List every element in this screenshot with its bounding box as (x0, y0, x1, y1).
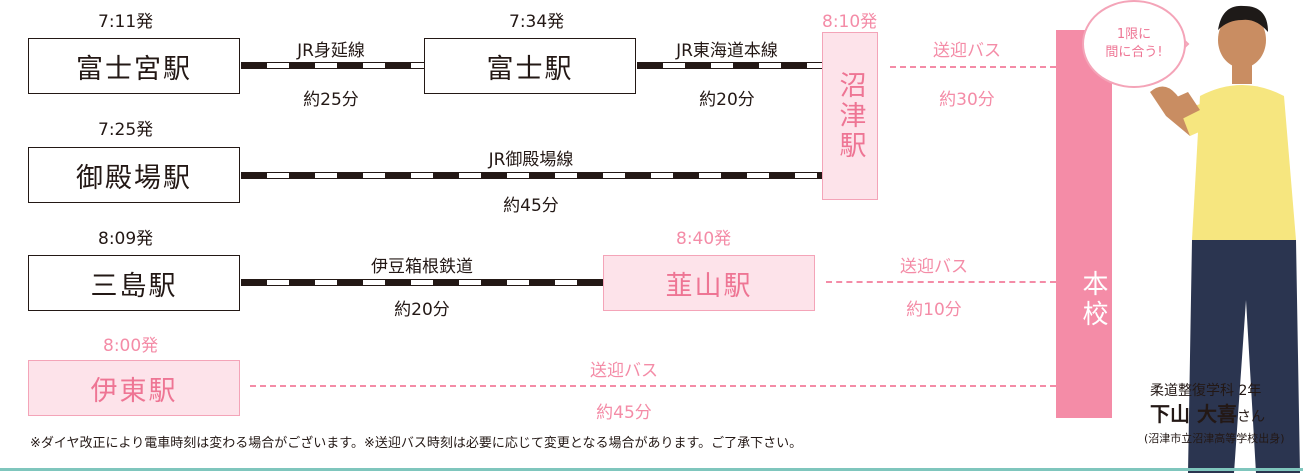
station-ito: 伊東駅 (28, 360, 240, 416)
student-school: (沼津市立沼津高等学校出身) (1144, 432, 1285, 445)
station-fujinomiya: 富士宮駅 (28, 38, 240, 94)
route-duration-minobu: 約25分 (303, 90, 359, 110)
route-label-minobu: JR身延線 (297, 41, 365, 61)
speech-bubble: 1限に 間に合う! (1082, 0, 1186, 88)
student-name: 下山 大喜 (1150, 402, 1237, 426)
route-duration-tokaido: 約20分 (699, 90, 755, 110)
route-label-izuhakone: 伊豆箱根鉄道 (371, 257, 473, 277)
footnote: ※ダイヤ改正により電車時刻は変わる場合がございます。※送迎バス時刻は必要に応じて… (30, 436, 803, 451)
student-honorific: さん (1236, 409, 1265, 425)
student-photo (1150, 5, 1300, 473)
mishima-time: 8:09発 (98, 229, 154, 249)
bus-line-numazu (890, 66, 1056, 68)
rail-tokaido (637, 62, 823, 69)
route-duration-gotemba: 約45分 (503, 196, 559, 216)
route-label-numazu-bus: 送迎バス (933, 41, 1001, 61)
route-duration-ito-bus: 約45分 (596, 403, 652, 423)
rail-gotemba (241, 172, 822, 179)
ito-time: 8:00発 (103, 336, 159, 356)
route-label-tokaido: JR東海道本線 (676, 41, 778, 61)
route-label-ito-bus: 送迎バス (590, 361, 658, 381)
rail-minobu (241, 62, 424, 69)
fuji-time: 7:34発 (509, 12, 565, 32)
school-box: 本校 (1056, 30, 1112, 418)
route-duration-izuhakone: 約20分 (394, 300, 450, 320)
station-nirayama: 韮山駅 (603, 255, 815, 311)
student-name-line: 下山 大喜さん (1150, 398, 1265, 427)
station-gotemba: 御殿場駅 (28, 147, 240, 203)
station-fuji: 富士駅 (424, 38, 636, 94)
route-duration-nirayama-bus: 約10分 (906, 300, 962, 320)
rail-izuhakone (241, 279, 603, 286)
student-department: 柔道整復学科 2年 (1150, 383, 1262, 399)
route-label-gotemba: JR御殿場線 (488, 150, 574, 170)
bus-line-ito (250, 385, 1056, 387)
gotemba-time: 7:25発 (98, 120, 154, 140)
bubble-line-1: 1限に (1116, 27, 1152, 42)
fujinomiya-time: 7:11発 (98, 12, 154, 32)
numazu-time: 8:10発 (822, 12, 878, 32)
route-duration-numazu-bus: 約30分 (939, 90, 995, 110)
station-mishima: 三島駅 (28, 255, 240, 311)
bus-line-nirayama (826, 281, 1056, 283)
station-numazu: 沼津駅 (822, 32, 878, 200)
nirayama-time: 8:40発 (676, 229, 732, 249)
bottom-border (0, 468, 1303, 471)
route-label-nirayama-bus: 送迎バス (900, 257, 968, 277)
bubble-line-2: 間に合う! (1105, 45, 1163, 60)
